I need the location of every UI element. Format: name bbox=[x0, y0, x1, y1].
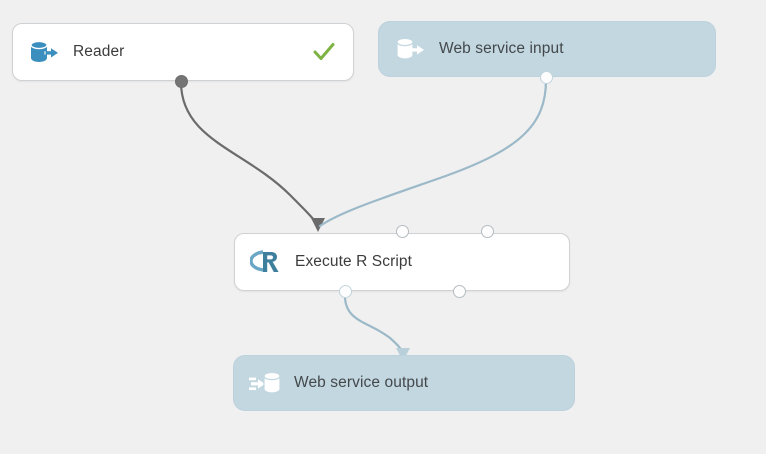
port-execute-r-script-output-1[interactable] bbox=[339, 285, 352, 298]
node-web-service-input[interactable]: Web service input bbox=[378, 21, 716, 77]
node-label-execute-r-script: Execute R Script bbox=[295, 253, 413, 270]
r-logo-icon bbox=[249, 245, 283, 279]
port-execute-r-script-output-2[interactable] bbox=[453, 285, 466, 298]
database-in-icon bbox=[248, 366, 282, 400]
node-label-reader: Reader bbox=[73, 43, 125, 60]
database-out-icon bbox=[393, 32, 427, 66]
edge-execute-r-script-to-web-service-output bbox=[343, 294, 405, 355]
port-web-service-input-output-1[interactable] bbox=[540, 71, 553, 84]
port-reader-output-1[interactable] bbox=[175, 75, 188, 88]
edge-reader-arrowhead bbox=[311, 218, 325, 232]
edge-web-service-input-to-execute-r-script bbox=[318, 78, 548, 228]
node-web-service-output[interactable]: Web service output bbox=[233, 355, 575, 411]
port-execute-r-script-input-3[interactable] bbox=[481, 225, 494, 238]
database-out-icon bbox=[27, 35, 61, 69]
port-execute-r-script-input-2[interactable] bbox=[396, 225, 409, 238]
node-label-web-service-input: Web service input bbox=[439, 40, 564, 57]
node-label-web-service-output: Web service output bbox=[294, 374, 429, 391]
edge-reader-to-execute-r-script bbox=[179, 80, 319, 226]
node-execute-r-script[interactable]: Execute R Script bbox=[234, 233, 570, 291]
node-reader[interactable]: Reader bbox=[12, 23, 354, 81]
green-check-icon bbox=[313, 41, 335, 63]
